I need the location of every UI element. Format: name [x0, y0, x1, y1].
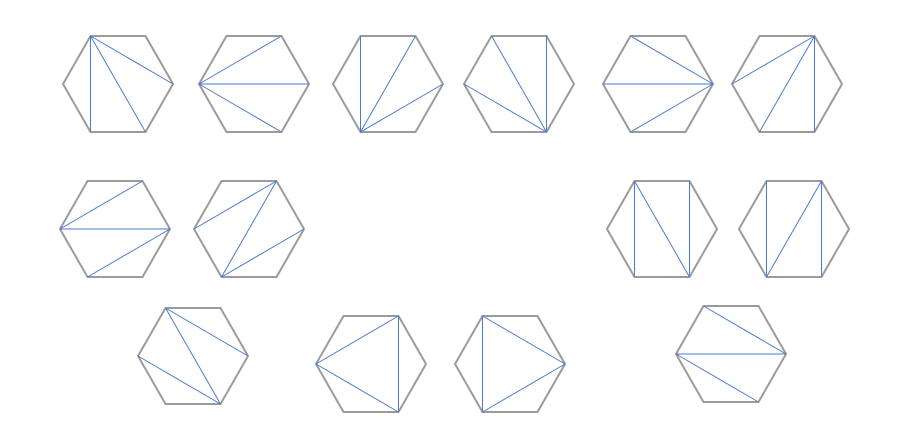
- diagonal-line: [315, 363, 399, 413]
- diagonal-line: [198, 83, 282, 133]
- triangulation-12: [315, 315, 427, 413]
- diagonal-line: [482, 315, 566, 365]
- triangulation-6: [731, 35, 843, 133]
- triangulation-9: [606, 180, 718, 278]
- triangulation-3: [332, 35, 444, 133]
- diagonal-line: [463, 83, 547, 133]
- triangulation-10: [738, 180, 850, 278]
- diagonal-line: [87, 228, 171, 278]
- diagonal-line: [90, 35, 146, 133]
- triangulation-7: [59, 180, 171, 278]
- triangulation-4: [463, 35, 575, 133]
- diagonal-line: [221, 228, 305, 278]
- diagonal-line: [759, 35, 815, 133]
- triangulation-11: [137, 307, 249, 405]
- diagonal-line: [193, 180, 277, 230]
- diagonal-line: [360, 35, 416, 133]
- hexagon-outline: [315, 315, 427, 413]
- diagonal-line: [731, 35, 815, 85]
- triangulation-1: [62, 35, 174, 133]
- hexagon-outline: [454, 315, 566, 413]
- diagonal-line: [90, 35, 174, 85]
- diagonal-line: [675, 353, 759, 403]
- diagonal-line: [198, 35, 282, 85]
- diagonal-line: [315, 315, 399, 365]
- triangulation-8: [193, 180, 305, 278]
- triangulation-13: [454, 315, 566, 413]
- diagonal-line: [630, 35, 714, 85]
- diagonal-line: [221, 180, 277, 278]
- diagonal-line: [482, 363, 566, 413]
- diagonal-line: [634, 180, 690, 278]
- diagonal-line: [360, 83, 444, 133]
- triangulation-2: [198, 35, 310, 133]
- diagonal-line: [137, 355, 221, 405]
- triangulation-14: [675, 305, 787, 403]
- diagonal-line: [59, 180, 143, 230]
- triangulation-5: [602, 35, 714, 133]
- diagonal-line: [491, 35, 547, 133]
- diagonal-line: [703, 305, 787, 355]
- diagonal-line: [165, 307, 249, 357]
- diagonal-line: [165, 307, 221, 405]
- diagonal-line: [630, 83, 714, 133]
- diagonal-line: [766, 180, 822, 278]
